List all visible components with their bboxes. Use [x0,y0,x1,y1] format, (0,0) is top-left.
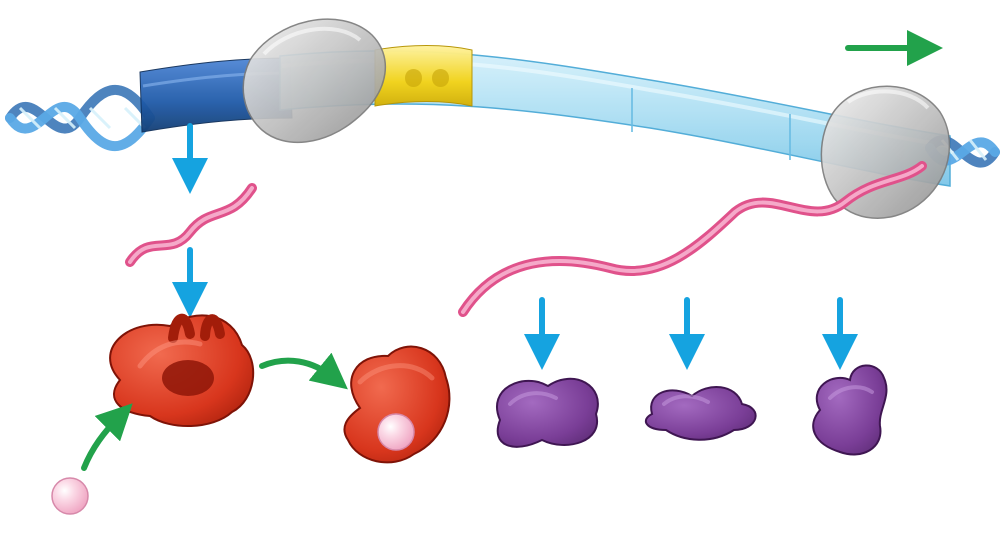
inducer-bound [378,414,414,450]
green-arrow-inducer-to-repressor [84,416,120,468]
enzyme-1 [497,379,598,447]
repressor-active [110,315,253,426]
enzyme-2 [646,387,756,440]
rna-polymerase-right [821,86,949,218]
inducer-free [52,478,88,514]
repressor-inactive [344,347,449,463]
green-arrow-repressor-to-inactive [262,361,334,378]
operator-segment [375,46,472,107]
dna-helix-left [10,90,150,146]
enzyme-3 [813,365,886,454]
rna-polymerase-left [243,19,385,142]
